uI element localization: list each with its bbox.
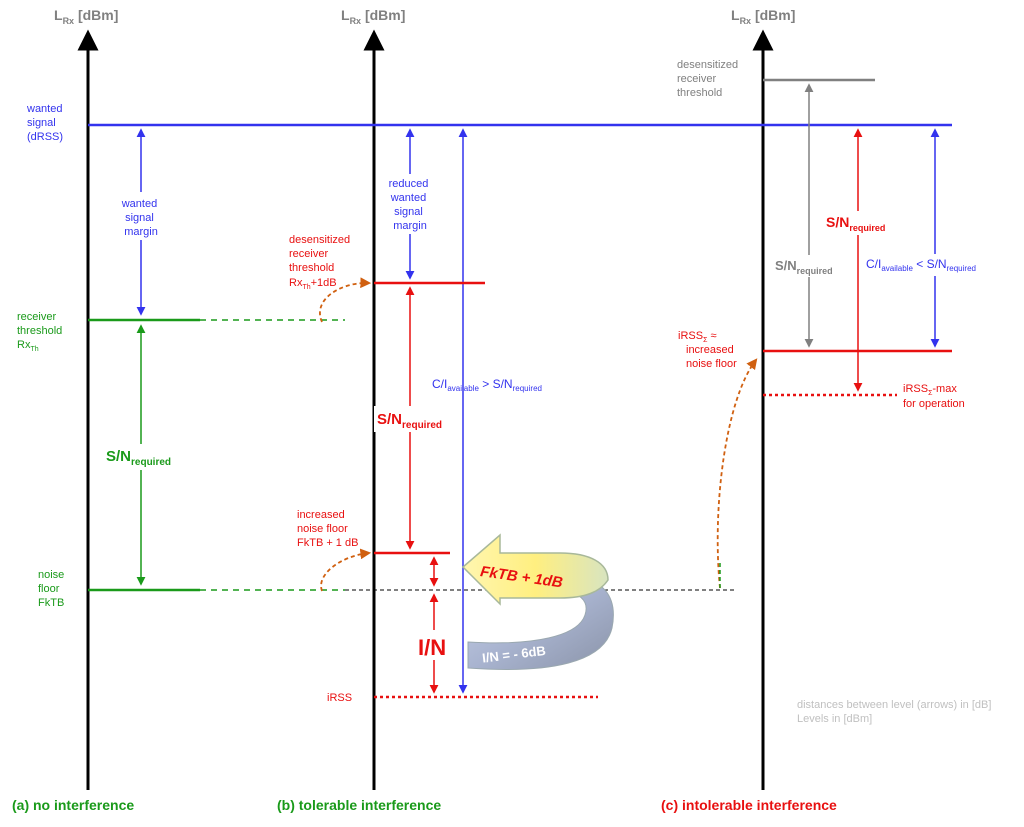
caption-a: (a) no interference [12,797,134,813]
units-note: distances between level (arrows) in [dB]… [797,699,995,725]
sn-required-label-a: S/Nrequired [106,448,171,468]
in-label: I/N [418,635,446,660]
noise-shift-arrow-c [716,358,758,589]
caption-b: (b) tolerable interference [277,797,441,813]
wanted-signal-label: wanted signal (dRSS) [26,103,66,143]
reduced-margin-label: reduced wanted signal margin [389,178,432,232]
ci-available-label-b: C/Iavailable > S/Nrequired [432,377,542,393]
noise-shift-arrow-b [320,548,372,592]
noise-floor-label: noise floor FkTB [38,569,67,609]
axis-title-a: LRx [dBm] [54,7,118,26]
irss-increased-label: iRSSΣ ≈ increased noise floor [678,330,737,370]
axis-title-b: LRx [dBm] [341,7,405,26]
irss-label: iRSS [327,692,352,704]
desensitized-threshold-label-b: desensitized receiver threshold RxTh+1dB [289,234,353,291]
receiver-threshold-label: receiver threshold RxTh [17,311,65,353]
sn-required-label-gray: S/Nrequired [775,258,833,276]
ci-available-label-c: C/Iavailable < S/Nrequired [866,257,976,273]
curved-arrow-band [467,574,614,670]
sn-required-label-red-c: S/Nrequired [826,214,885,233]
curved-arrow-head [461,533,609,606]
axis-title-c: LRx [dBm] [731,7,795,26]
wanted-margin-label: wanted signal margin [121,198,161,238]
irss-max-label: iRSSΣ-max for operation [903,383,965,410]
sn-required-label-b: S/Nrequired [377,411,442,431]
caption-c: (c) intolerable interference [661,797,837,813]
threshold-shift-arrow-b [319,277,372,323]
increased-noise-floor-label-b: increased noise floor FkTB + 1 dB [297,509,358,549]
curved-arrow: FkTB + 1dB I/N = - 6dB [461,533,614,670]
desensitized-threshold-label-c: desensitized receiver threshold [677,59,741,99]
